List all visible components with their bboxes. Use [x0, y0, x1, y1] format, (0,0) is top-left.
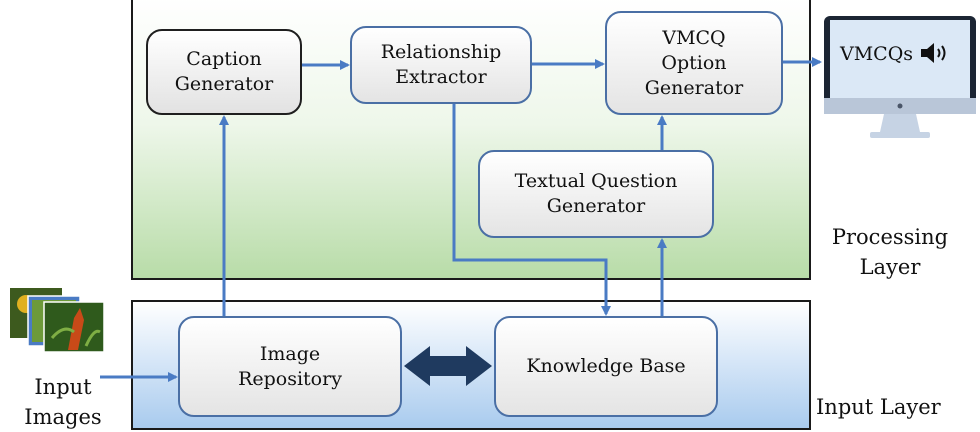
caption-generator-label: Caption Generator: [174, 48, 274, 95]
knowledge-base-label: Knowledge Base: [526, 355, 686, 377]
monitor-icon: [824, 16, 976, 138]
speaker-icon: [921, 43, 946, 63]
monitor-text-label: VMCQs: [840, 43, 914, 65]
double-arrow-repository-knowledge: [404, 346, 492, 386]
image-repository-box: Image Repository: [178, 316, 402, 417]
input-layer-label: Input Layer: [816, 395, 941, 419]
image-thumbnails-icon: [10, 288, 105, 353]
caption-generator-box: Caption Generator: [146, 29, 302, 115]
knowledge-base-box: Knowledge Base: [494, 316, 718, 417]
textual-question-generator-label: Textual Question Generator: [514, 170, 678, 217]
vmcq-option-generator-box: VMCQ Option Generator: [605, 11, 783, 115]
textual-question-generator-box: Textual Question Generator: [478, 150, 714, 238]
relationship-extractor-label: Relationship Extractor: [380, 41, 502, 88]
vmcq-option-generator-label: VMCQ Option Generator: [644, 26, 744, 99]
processing-layer-label: Processing Layer: [831, 225, 949, 279]
relationship-extractor-box: Relationship Extractor: [350, 26, 532, 104]
input-images-label: Input Images: [24, 375, 102, 429]
arrow-relationship-to-knowledge: [452, 104, 611, 316]
image-repository-label: Image Repository: [238, 342, 342, 390]
monitor-screen-content: VMCQs: [840, 42, 953, 65]
